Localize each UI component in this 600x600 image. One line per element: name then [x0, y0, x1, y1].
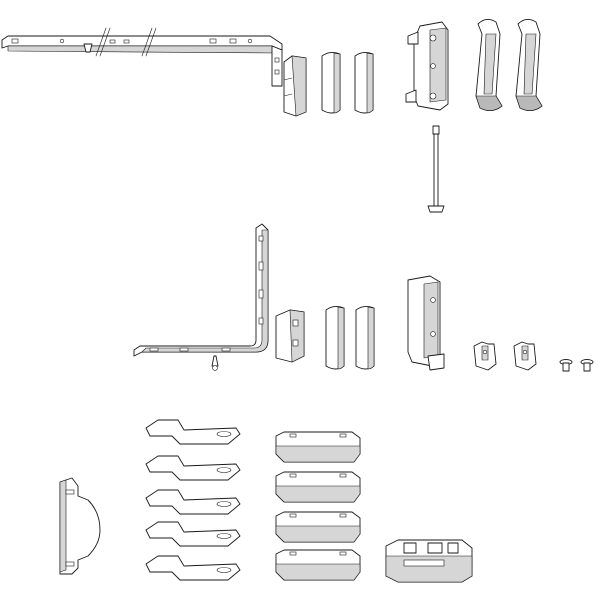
clip-2 — [513, 341, 537, 371]
corner-arm — [133, 223, 269, 371]
side-plate — [59, 477, 101, 575]
bracket-upper — [405, 21, 449, 111]
base-block — [385, 539, 473, 583]
hinge-body-upper — [283, 55, 307, 117]
screw-1 — [559, 359, 573, 372]
flat-strap-1 — [145, 419, 241, 445]
flat-strap-4 — [145, 521, 241, 547]
screw-2 — [580, 359, 594, 372]
hinge-cap-upper-1 — [321, 51, 341, 114]
cover-block-3 — [275, 511, 361, 543]
flat-strap-3 — [145, 489, 241, 515]
hinge-cap-middle-2 — [355, 305, 375, 370]
cover-block-1 — [275, 431, 361, 463]
hinge-body-middle — [275, 309, 305, 363]
hinge-cap-upper-2 — [354, 51, 374, 114]
clip-1 — [473, 341, 497, 371]
long-arm — [1, 27, 283, 87]
bracket-middle — [407, 275, 445, 371]
handle-cover-1 — [475, 19, 503, 111]
pin — [427, 125, 445, 213]
cover-block-4 — [275, 549, 361, 581]
hinge-cap-middle-1 — [325, 305, 345, 370]
flat-strap-2 — [145, 455, 241, 481]
flat-strap-5 — [145, 555, 241, 581]
handle-cover-2 — [515, 19, 543, 111]
cover-block-2 — [275, 471, 361, 503]
